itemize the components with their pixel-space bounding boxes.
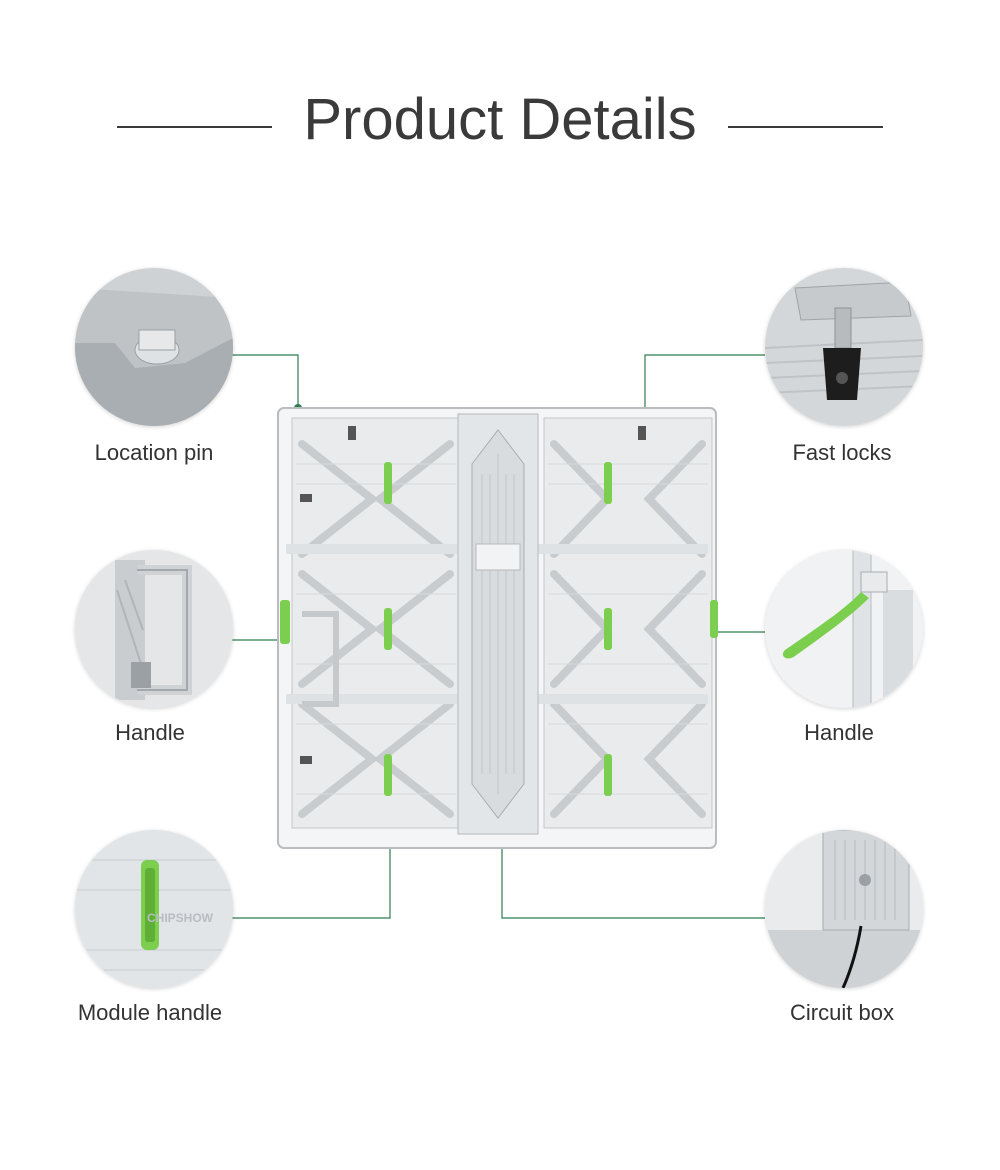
handle-right-closeup	[765, 550, 923, 708]
module-handle-label: Module handle	[77, 1000, 223, 1025]
location-pin-label: Location pin	[94, 440, 214, 465]
location-pin-closeup	[75, 268, 233, 426]
fast-locks-label: Fast locks	[792, 440, 892, 465]
handle-right-label: Handle	[804, 720, 874, 745]
title-rule-right	[728, 126, 883, 128]
connector-location-pin	[232, 354, 299, 408]
page-title: Product Details	[303, 87, 697, 152]
connector-fast-locks	[644, 354, 765, 428]
connector-circuit-box	[501, 832, 765, 919]
circuit-box-closeup	[765, 830, 923, 988]
title-rule-left	[117, 126, 272, 128]
led-cabinet-illustration	[277, 407, 718, 849]
circuit-box-label: Circuit box	[790, 1000, 894, 1025]
handle-left-closeup	[75, 550, 233, 708]
module-handle-closeup: CHIPSHOW	[75, 830, 233, 988]
handle-left-label: Handle	[115, 720, 185, 745]
brand-watermark: CHIPSHOW	[147, 911, 214, 925]
fast-locks-closeup	[765, 268, 923, 426]
